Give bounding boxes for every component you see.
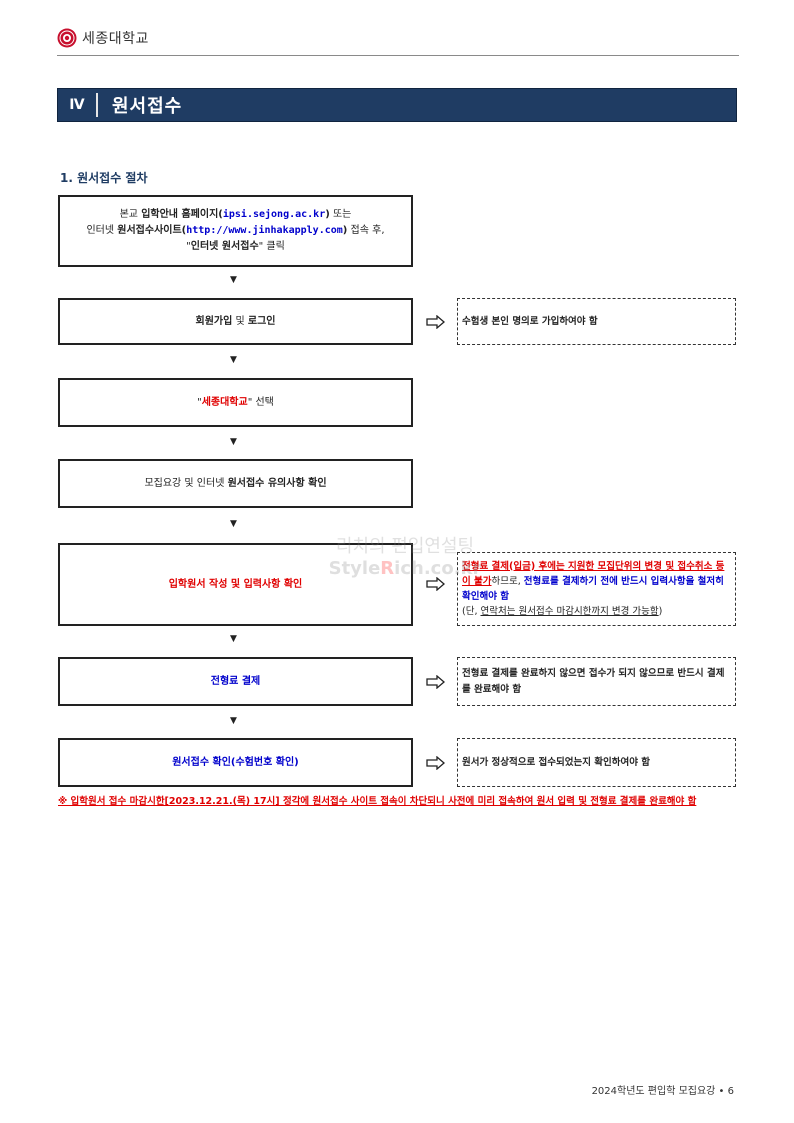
flow-arrow-icon: ▼ bbox=[230, 634, 237, 644]
step-1-text: 또는 bbox=[329, 209, 352, 220]
note-5-text: 하므로, bbox=[491, 575, 524, 587]
flow-arrow-icon: ▼ bbox=[230, 355, 237, 365]
right-arrow-icon bbox=[426, 756, 445, 770]
note-5-text: (단, bbox=[462, 606, 481, 618]
university-logo: 세종대학교 bbox=[57, 28, 149, 48]
note-5: 전형료 결제(입금) 후에는 지원한 모집단위의 변경 및 접수취소 등이 불가… bbox=[457, 552, 736, 626]
page-footer: 2024학년도 편입학 모집요강 • 6 bbox=[591, 1086, 734, 1097]
university-seal-icon bbox=[57, 28, 77, 48]
right-arrow-icon bbox=[426, 315, 445, 329]
step-1-text: 입학안내 홈페이지( bbox=[141, 209, 223, 220]
step-2-text: 회원가입 bbox=[195, 315, 233, 327]
chapter-number: Ⅳ bbox=[69, 97, 85, 113]
step-5-box: 입학원서 작성 및 입력사항 확인 bbox=[58, 543, 413, 626]
step-1-text: 접속 후, bbox=[347, 225, 385, 236]
university-name: 세종대학교 bbox=[82, 31, 149, 47]
note-7: 원서가 정상적으로 접수되었는지 확인하여야 함 bbox=[457, 738, 736, 787]
step-1-box: 본교 입학안내 홈페이지(ipsi.sejong.ac.kr) 또는 인터넷 원… bbox=[58, 195, 413, 267]
step-3-text: 세종대학교 bbox=[201, 396, 248, 408]
header-rule bbox=[57, 55, 739, 56]
step-2-text: 로그인 bbox=[247, 315, 276, 327]
step-6-text: 전형료 결제 bbox=[210, 675, 261, 687]
step-2-text: 및 bbox=[232, 315, 248, 327]
step-1-text: " 클릭 bbox=[258, 241, 285, 252]
flow-arrow-icon: ▼ bbox=[230, 716, 237, 726]
step-1-text: ) bbox=[325, 209, 330, 220]
step-1-text: 원서접수사이트( bbox=[117, 225, 187, 236]
step-1-text: ) bbox=[342, 225, 348, 236]
note-2-text: 수험생 본인 명의로 가입하여야 함 bbox=[462, 315, 598, 327]
note-5-text: 전형료 결제(입금) 후에는 지원한 모집단위의 변경 및 접수취소 등이 불가 bbox=[462, 560, 725, 587]
flow-arrow-icon: ▼ bbox=[230, 519, 237, 529]
step-3-text: " 선택 bbox=[247, 396, 274, 408]
step-2-box: 회원가입 및 로그인 bbox=[58, 298, 413, 345]
homepage-url: ipsi.sejong.ac.kr bbox=[222, 209, 326, 220]
chapter-banner: Ⅳ 원서접수 bbox=[57, 88, 737, 122]
section-title: 1. 원서접수 절차 bbox=[60, 171, 148, 185]
step-3-text: " bbox=[197, 396, 202, 408]
step-1-text: 인터넷 bbox=[86, 225, 118, 236]
step-1-text: 인터넷 원서접수 bbox=[190, 241, 259, 252]
flow-arrow-icon: ▼ bbox=[230, 275, 237, 285]
application-site-url: http://www.jinhakapply.com bbox=[186, 225, 343, 236]
right-arrow-icon bbox=[426, 577, 445, 591]
step-6-box: 전형료 결제 bbox=[58, 657, 413, 706]
flow-arrow-icon: ▼ bbox=[230, 437, 237, 447]
note-6-text: 전형료 결제를 완료하지 않으면 접수가 되지 않으므로 반드시 결제를 완료해… bbox=[462, 668, 725, 695]
note-6: 전형료 결제를 완료하지 않으면 접수가 되지 않으므로 반드시 결제를 완료해… bbox=[457, 657, 736, 706]
step-1-text: 본교 bbox=[119, 209, 142, 220]
note-5-text: 연락처는 원서접수 마감시한까지 변경 가능함 bbox=[480, 606, 659, 618]
deadline-warning: ※ 입학원서 접수 마감시한[2023.12.21.(목) 17시] 정각에 원… bbox=[58, 796, 697, 807]
note-2: 수험생 본인 명의로 가입하여야 함 bbox=[457, 298, 736, 345]
right-arrow-icon bbox=[426, 675, 445, 689]
step-1-text: " bbox=[186, 241, 191, 252]
step-4-text: 원서접수 유의사항 확인 bbox=[227, 477, 327, 489]
step-5-text: 입학원서 작성 및 입력사항 확인 bbox=[168, 578, 303, 590]
chapter-title: 원서접수 bbox=[112, 96, 183, 117]
note-5-text: ) bbox=[658, 606, 663, 618]
step-7-text: 원서접수 확인(수험번호 확인) bbox=[172, 756, 299, 768]
note-5-text: 전형료를 결제하기 전에 반드시 입력사항을 철저히 확인해야 함 bbox=[462, 575, 724, 602]
step-4-text: 모집요강 및 인터넷 bbox=[144, 477, 228, 489]
step-3-box: "세종대학교" 선택 bbox=[58, 378, 413, 427]
step-7-box: 원서접수 확인(수험번호 확인) bbox=[58, 738, 413, 787]
step-4-box: 모집요강 및 인터넷 원서접수 유의사항 확인 bbox=[58, 459, 413, 508]
note-7-text: 원서가 정상적으로 접수되었는지 확인하여야 함 bbox=[462, 756, 651, 768]
chapter-divider bbox=[96, 93, 98, 117]
